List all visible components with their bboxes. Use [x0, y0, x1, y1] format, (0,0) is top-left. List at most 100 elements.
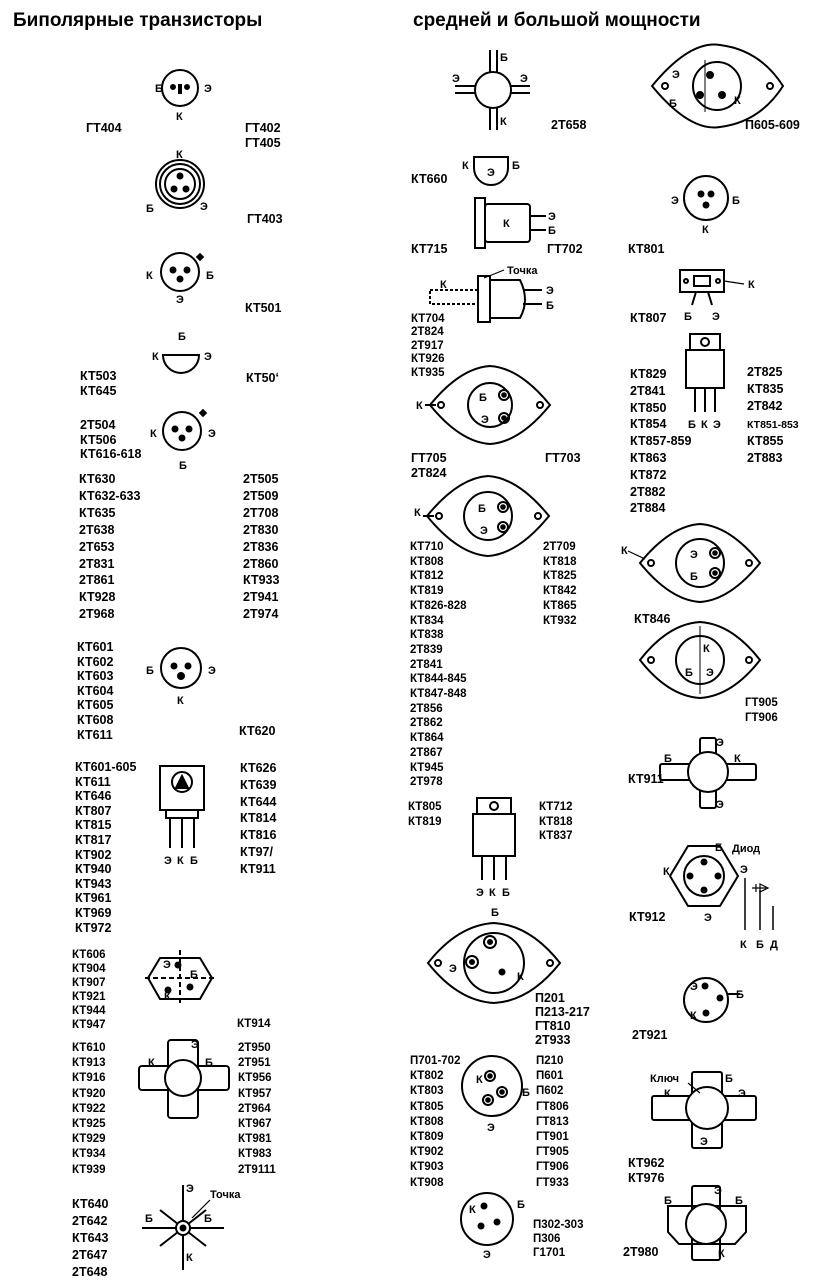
svg-text:К: К [176, 111, 183, 123]
svg-text:К: К [734, 753, 741, 765]
svg-text:К: К [500, 116, 507, 128]
label-kt50x: КТ50ʻ [246, 371, 279, 385]
svg-text:К: К [177, 855, 184, 867]
package-kt807: К Б Э [679, 269, 755, 323]
package-kt503: Б К Э [152, 331, 212, 374]
svg-text:Б: Б [669, 98, 677, 110]
svg-text:Б: Б [178, 331, 186, 343]
package-p302: К Б Э [460, 1192, 525, 1261]
package-kt710: К Б Э [414, 474, 551, 558]
svg-text:Э: Э [191, 1039, 199, 1051]
svg-text:К: К [146, 270, 153, 282]
list-kt855-group: КТ855 2Т883 [747, 434, 784, 465]
list-kt712-group: КТ712 КТ818 КТ837 [539, 801, 573, 843]
svg-text:Э: Э [548, 211, 556, 223]
svg-text:К: К [740, 939, 747, 951]
label-gt404: ГТ404 [86, 121, 122, 135]
svg-text:Б: Б [756, 939, 764, 951]
label-2t980: 2Т980 [623, 1245, 659, 1259]
svg-text:Б: Б [146, 665, 154, 677]
svg-text:Э: Э [546, 285, 554, 297]
list-2t505-group: 2Т505 2Т509 2Т708 2Т830 2Т836 2Т860 КТ93… [243, 472, 280, 622]
svg-text:Э: Э [690, 549, 698, 561]
svg-text:Э: Э [487, 1122, 495, 1134]
svg-text:Б: Б [548, 225, 556, 237]
svg-text:Б: Б [179, 460, 187, 472]
svg-text:Б: Б [205, 1057, 213, 1069]
svg-text:Э: Э [690, 981, 698, 993]
list-p210-group: П210 П601 П602 ГТ806 ГТ813 ГТ901 ГТ905 Г… [536, 1055, 569, 1189]
svg-text:Б: Б [725, 1073, 733, 1085]
package-2t921: Э Б К [683, 977, 744, 1023]
svg-text:Точка: Точка [507, 265, 538, 277]
list-kt962-group: КТ962 КТ976 [628, 1156, 665, 1185]
svg-text:К: К [176, 149, 183, 161]
label-gt905-906: ГТ905 ГТ906 [745, 697, 778, 724]
svg-text:Б: Б [664, 753, 672, 765]
svg-text:Б: Б [546, 300, 554, 312]
label-kt807: КТ807 [630, 311, 667, 325]
package-p701: К Б Э [461, 1055, 530, 1134]
svg-text:К: К [664, 1088, 671, 1100]
package-p605: Э Б К [650, 43, 785, 129]
svg-text:К: К [148, 1057, 155, 1069]
svg-text:К: К [702, 224, 709, 236]
svg-text:Б: Б [684, 311, 692, 323]
svg-text:Э: Э [163, 959, 171, 971]
svg-text:Б: Б [206, 270, 214, 282]
svg-text:Б: Б [502, 887, 510, 899]
svg-text:Э: Э [672, 69, 680, 81]
list-kt601-605-group: КТ601-605 КТ611 КТ646 КТ807 КТ815 КТ817 … [75, 760, 137, 935]
svg-text:Э: Э [716, 799, 724, 811]
svg-text:Э: Э [740, 864, 748, 876]
svg-text:Э: Э [713, 419, 721, 431]
svg-text:Б: Б [190, 855, 198, 867]
svg-text:К: К [701, 419, 708, 431]
svg-text:Б: Б [512, 160, 520, 172]
package-kt610: Э К Б [138, 1039, 230, 1119]
svg-text:К: К [152, 351, 159, 363]
svg-text:Э: Э [204, 83, 212, 95]
list-kt704-group: КТ704 2Т824 2Т917 КТ926 КТ935 [411, 313, 445, 379]
svg-text:Б: Б [664, 1195, 672, 1207]
package-kt829: Б К Э [685, 333, 725, 431]
svg-text:Э: Э [208, 428, 216, 440]
label-kt801: КТ801 [628, 242, 665, 256]
package-kt846: К Э Б [621, 522, 762, 604]
svg-text:Б: Б [522, 1087, 530, 1099]
label-kt501: КТ501 [245, 301, 282, 315]
package-kt704: Точка К Э Б [429, 265, 554, 323]
package-kt501: К Б Э [146, 252, 214, 306]
svg-text:Б: Б [145, 1213, 153, 1225]
list-kt640-group: КТ640 2Т642 КТ643 2Т647 2Т648 [72, 1197, 109, 1279]
svg-text:К: К [416, 400, 423, 412]
svg-text:Б: Б [204, 1213, 212, 1225]
list-kt626-group: КТ626 КТ639 КТ644 КТ814 КТ816 КТ97/ КТ91… [240, 761, 277, 876]
package-p201: Б Э К [426, 907, 562, 1005]
svg-text:Э: Э [481, 414, 489, 426]
list-2t950-group: 2Т950 2Т951 КТ956 КТ957 2Т964 КТ967 КТ98… [238, 1042, 276, 1176]
svg-text:Д: Д [770, 939, 778, 951]
list-2t709-group: 2Т709 КТ818 КТ825 КТ842 КТ865 КТ932 [543, 541, 577, 627]
svg-text:К: К [489, 887, 496, 899]
svg-text:Э: Э [714, 1185, 722, 1197]
list-kt601-group: КТ601 КТ602 КТ603 КТ604 КТ605 КТ608 КТ61… [77, 640, 114, 742]
svg-text:Э: Э [452, 73, 460, 85]
svg-text:Э: Э [716, 737, 724, 749]
package-kt801: Э Б К [671, 175, 740, 236]
label-kt914: КТ914 [237, 1018, 271, 1030]
svg-text:Э: Э [487, 167, 495, 179]
list-kt710-group: КТ710 КТ808 КТ812 КТ819 КТ826-828 КТ834 … [410, 541, 467, 789]
svg-text:Б: Б [146, 203, 154, 215]
package-2t504: К Э Б [150, 408, 216, 472]
svg-text:К: К [186, 1252, 193, 1264]
list-kt610-group: КТ610 КТ913 КТ916 КТ920 КТ922 КТ925 КТ92… [72, 1042, 106, 1176]
list-2t825-group: 2Т825 КТ835 2Т842 [747, 365, 784, 413]
label-gt402-405: ГТ402 ГТ405 [245, 121, 281, 150]
package-gt404: Б Э К [155, 69, 212, 123]
package-kt660: К Э Б [462, 156, 520, 186]
svg-text:Б: Б [155, 83, 163, 95]
label-kt503-645: КТ503 КТ645 [80, 369, 117, 398]
